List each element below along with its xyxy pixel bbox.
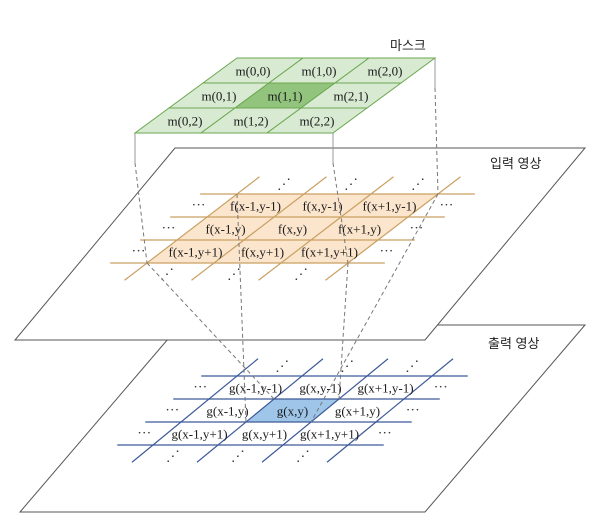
input-ellipsis-right: ··· <box>439 199 453 214</box>
input-ellipsis-top: ⋰ <box>344 178 358 193</box>
output-cell-label: g(x+1,y) <box>335 404 380 419</box>
output-grid-vline <box>326 358 454 463</box>
output-grid-vline <box>131 358 259 463</box>
output-grid-vline <box>261 358 389 463</box>
output-highlight-cell <box>246 399 339 422</box>
output-cell-label: g(x,y-1) <box>299 381 341 396</box>
input-cell-label: f(x+1,y-1) <box>363 199 417 214</box>
input-ellipsis-bottom: ⋰ <box>227 267 241 282</box>
output-cell-label: g(x+1,y-1) <box>357 381 413 396</box>
input-cell-label: f(x-1,y-1) <box>230 199 281 214</box>
output-ellipsis-top: ⋰ <box>405 360 419 375</box>
input-to-output-line <box>236 193 247 423</box>
input-grid: f(x-1,y-1) f(x,y-1) f(x+1,y-1) f(x-1,y) f(x,… <box>110 176 475 282</box>
input-to-output-line <box>146 262 275 400</box>
output-ellipsis-bottom: ⋰ <box>296 449 310 464</box>
output-ellipsis-top: ⋰ <box>275 360 289 375</box>
input-ellipsis-top: ⋰ <box>277 178 291 193</box>
input-to-output-line <box>338 262 349 400</box>
output-ellipsis-left: ··· <box>137 427 151 442</box>
mask-cell-label: m(1,0) <box>301 64 336 79</box>
output-cell-label: g(x+1,y+1) <box>300 427 359 442</box>
output-ellipsis-right: ··· <box>378 427 392 442</box>
input-image-label: 입력 영상 <box>490 156 541 171</box>
output-ellipsis-top: ⋰ <box>340 360 354 375</box>
output-grid-vline <box>196 358 324 463</box>
output-ellipsis-bottom: ⋰ <box>166 449 180 464</box>
input-ellipsis-right: ··· <box>409 222 423 237</box>
input-ellipsis-bottom: ⋰ <box>160 267 174 282</box>
output-cell-label: g(x,y) <box>277 404 308 419</box>
input-cell-label: f(x,y) <box>278 222 307 237</box>
input-cell-label: f(x+1,y+1) <box>301 245 358 260</box>
mask-cell-label: m(2,0) <box>367 64 402 79</box>
output-ellipsis-left: ··· <box>193 381 207 396</box>
input-cell-label: f(x,y-1) <box>302 199 342 214</box>
mask-to-input-line <box>134 162 148 264</box>
output-ellipsis-bottom: ⋰ <box>231 449 245 464</box>
input-block-fill <box>147 194 438 263</box>
output-ellipsis-left: ··· <box>165 404 179 419</box>
output-cell-label: g(x,y+1) <box>242 427 287 442</box>
mask-projection-lines <box>134 87 439 423</box>
output-cell-label: g(x-1,y) <box>206 404 248 419</box>
mask-to-input-line <box>434 87 439 195</box>
mask-cell-label: m(1,1) <box>267 89 302 104</box>
output-ellipsis-right: ··· <box>434 381 448 396</box>
input-cell-label: f(x+1,y) <box>338 222 381 237</box>
mask-cell-label: m(2,1) <box>333 89 368 104</box>
input-cell-label: f(x,y+1) <box>241 245 284 260</box>
input-cell-label: f(x-1,y) <box>205 222 245 237</box>
input-grid-vline <box>258 176 394 281</box>
input-ellipsis-top: ⋰ <box>411 178 425 193</box>
mask-cell-label: m(0,1) <box>201 89 236 104</box>
input-ellipsis-bottom: ⋰ <box>294 267 308 282</box>
output-ellipsis-right: ··· <box>406 404 420 419</box>
input-to-output-line <box>310 193 439 423</box>
mask-grid: m(0,0) m(1,0) m(2,0) m(0,1) m(1,1) m(2,1) m(0,… <box>133 57 437 163</box>
input-ellipsis-right: ··· <box>379 245 393 260</box>
input-grid-vline <box>191 176 327 281</box>
output-cell-label: g(x-1,y-1) <box>229 381 282 396</box>
input-cell-label: f(x-1,y+1) <box>169 245 223 260</box>
input-ellipsis-left: ··· <box>192 199 206 214</box>
mask-label: 마스크 <box>390 38 426 53</box>
mask-cell-label: m(0,2) <box>167 114 202 129</box>
output-cell-label: g(x-1,y+1) <box>171 427 227 442</box>
output-image-label: 출력 영상 <box>488 336 539 351</box>
input-ellipsis-left: ··· <box>132 245 146 260</box>
mask-cell-label: m(2,2) <box>299 114 334 129</box>
output-grid: g(x-1,y-1) g(x,y-1) g(x+1,y-1) g(x-1,y) g(x,… <box>117 358 468 464</box>
input-ellipsis-left: ··· <box>162 222 176 237</box>
mask-cell-label: m(1,2) <box>233 114 268 129</box>
mask-to-input-line <box>332 162 349 264</box>
mask-cell-label: m(0,0) <box>235 64 270 79</box>
